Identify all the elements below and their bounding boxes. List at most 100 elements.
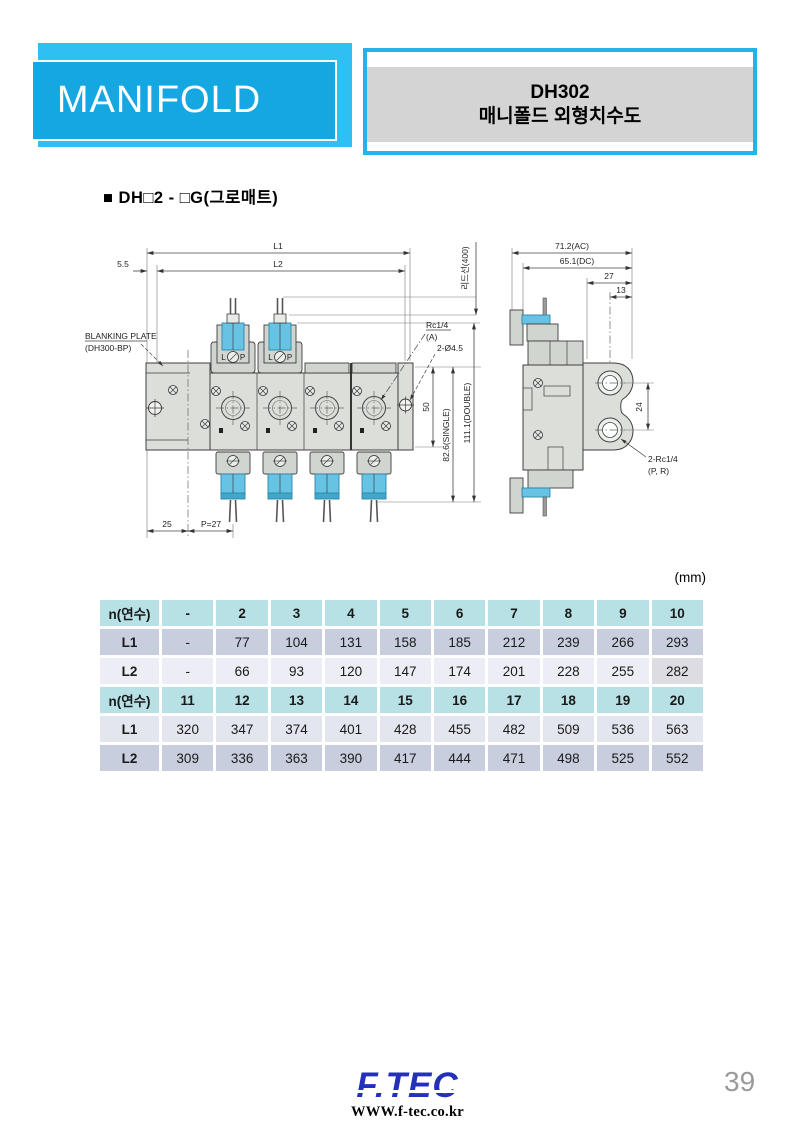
table-row-l2-1: L2 - 66 93 120 147 174 201 228 255 282 xyxy=(100,658,703,684)
dim-82-6-label: 82.6(SINGLE) xyxy=(441,408,451,462)
table-cell: 19 xyxy=(597,687,649,713)
blanking-plate-sublabel: (DH300-BP) xyxy=(85,343,131,353)
table-cell: 309 xyxy=(162,745,214,771)
table-cell: 15 xyxy=(379,687,431,713)
table-cell: 201 xyxy=(488,658,540,684)
dim-dc-label: 65.1(DC) xyxy=(560,256,595,266)
dim-l2-label: L2 xyxy=(273,259,283,269)
manifold-banner: MANIFOLD xyxy=(31,60,337,141)
table-cell: 347 xyxy=(216,716,268,742)
table-cell: 5 xyxy=(379,600,431,626)
side-view-drawing: 71.2(AC) 65.1(DC) 27 13 xyxy=(509,241,678,517)
table-cell: 7 xyxy=(488,600,540,626)
table-cell: 525 xyxy=(597,745,649,771)
table-cell: 482 xyxy=(488,716,540,742)
model-title-box: DH302 매니폴드 외형치수도 xyxy=(363,48,757,155)
company-url: WWW.f-tec.co.kr xyxy=(350,1104,465,1120)
table-cell: 3 xyxy=(270,600,323,626)
ports-pr-label: 2-Rc1/4 xyxy=(648,454,678,464)
table-cell: 4 xyxy=(325,600,377,626)
table-cell: 18 xyxy=(542,687,595,713)
port-bracket xyxy=(582,362,634,451)
table-cell: 336 xyxy=(216,745,268,771)
dim-24-label: 24 xyxy=(634,402,644,412)
table-cell: 417 xyxy=(379,745,431,771)
table-cell: 66 xyxy=(216,658,268,684)
table-cell: 77 xyxy=(216,629,268,655)
dim-25-label: 25 xyxy=(162,519,172,529)
table-cell: 212 xyxy=(488,629,540,655)
dim-pitch-label: P=27 xyxy=(201,519,221,529)
model-code: DH302 xyxy=(530,81,590,103)
dim-l1-label: L1 xyxy=(273,241,283,251)
table-cell: 158 xyxy=(379,629,431,655)
table-cell: 16 xyxy=(433,687,486,713)
table-row-l1-1: L1 - 77 104 131 158 185 212 239 266 293 xyxy=(100,629,703,655)
table-row-header-2: n(연수) 11 12 13 14 15 16 17 18 19 20 xyxy=(100,687,703,713)
dim-ac-label: 71.2(AC) xyxy=(555,241,589,251)
table-cell: 147 xyxy=(379,658,431,684)
model-title-band: DH302 매니폴드 외형치수도 xyxy=(367,67,753,142)
port-a-sublabel: (A) xyxy=(426,332,438,342)
page-number: 39 xyxy=(724,1066,756,1097)
lead-wire-label: 리드선(400) xyxy=(460,246,470,289)
table-cell: 104 xyxy=(270,629,323,655)
table-cell: 174 xyxy=(433,658,486,684)
dim-111-1-label: 111.1(DOUBLE) xyxy=(462,383,472,444)
table-cell: 509 xyxy=(542,716,595,742)
table-cell: 11 xyxy=(162,687,214,713)
table-cell: L2 xyxy=(100,745,159,771)
port-a-label: Rc1/4 xyxy=(426,320,448,330)
section-heading: ■ DH□2 - □G(그로매트) xyxy=(103,189,279,207)
logo-stripe xyxy=(344,1090,472,1093)
table-cell: 20 xyxy=(651,687,703,713)
table-cell: 455 xyxy=(433,716,486,742)
dim-5-5-label: 5.5 xyxy=(117,259,129,269)
dim-13-label: 13 xyxy=(616,285,626,295)
table-cell: 444 xyxy=(433,745,486,771)
table-cell: 320 xyxy=(162,716,214,742)
ports-pr-sublabel: (P, R) xyxy=(648,466,669,476)
table-cell: 282 xyxy=(651,658,703,684)
table-cell: 185 xyxy=(433,629,486,655)
table-cell: L2 xyxy=(100,658,159,684)
table-cell: 17 xyxy=(488,687,540,713)
table-cell: 563 xyxy=(651,716,703,742)
dim-27-label: 27 xyxy=(604,271,614,281)
company-logo-text: F.TEC xyxy=(356,1066,459,1105)
table-cell: 363 xyxy=(270,745,323,771)
table-cell: L1 xyxy=(100,629,159,655)
dimension-table: n(연수) - 2 3 4 5 6 7 8 9 10 L1 - 77 104 1… xyxy=(97,597,706,774)
table-cell: 374 xyxy=(270,716,323,742)
model-subtitle: 매니폴드 외형치수도 xyxy=(478,105,642,127)
table-cell: 471 xyxy=(488,745,540,771)
table-cell: 8 xyxy=(542,600,595,626)
table-cell: 401 xyxy=(325,716,377,742)
table-cell: 228 xyxy=(542,658,595,684)
table-cell: - xyxy=(162,629,214,655)
table-cell: 498 xyxy=(542,745,595,771)
table-cell: - xyxy=(162,600,214,626)
blanking-plate xyxy=(145,362,211,451)
table-row-header-1: n(연수) - 2 3 4 5 6 7 8 9 10 xyxy=(100,600,703,626)
table-unit-label: (mm) xyxy=(674,570,706,585)
table-cell: n(연수) xyxy=(100,687,159,713)
table-cell: 10 xyxy=(651,600,703,626)
table-cell: 552 xyxy=(651,745,703,771)
table-cell: 14 xyxy=(325,687,377,713)
table-row-l1-2: L1 320 347 374 401 428 455 482 509 536 5… xyxy=(100,716,703,742)
table-cell: 428 xyxy=(379,716,431,742)
blanking-plate-label: BLANKING PLATE xyxy=(85,331,157,341)
table-cell: 13 xyxy=(270,687,323,713)
table-cell: 255 xyxy=(597,658,649,684)
table-cell: 390 xyxy=(325,745,377,771)
table-cell: n(연수) xyxy=(100,600,159,626)
mounting-holes-label: 2-Ø4.5 xyxy=(437,343,463,353)
table-cell: - xyxy=(162,658,214,684)
table-row-l2-2: L2 309 336 363 390 417 444 471 498 525 5… xyxy=(100,745,703,771)
table-cell: 293 xyxy=(651,629,703,655)
table-cell: 9 xyxy=(597,600,649,626)
dim-50-label: 50 xyxy=(421,402,431,412)
table-cell: 266 xyxy=(597,629,649,655)
